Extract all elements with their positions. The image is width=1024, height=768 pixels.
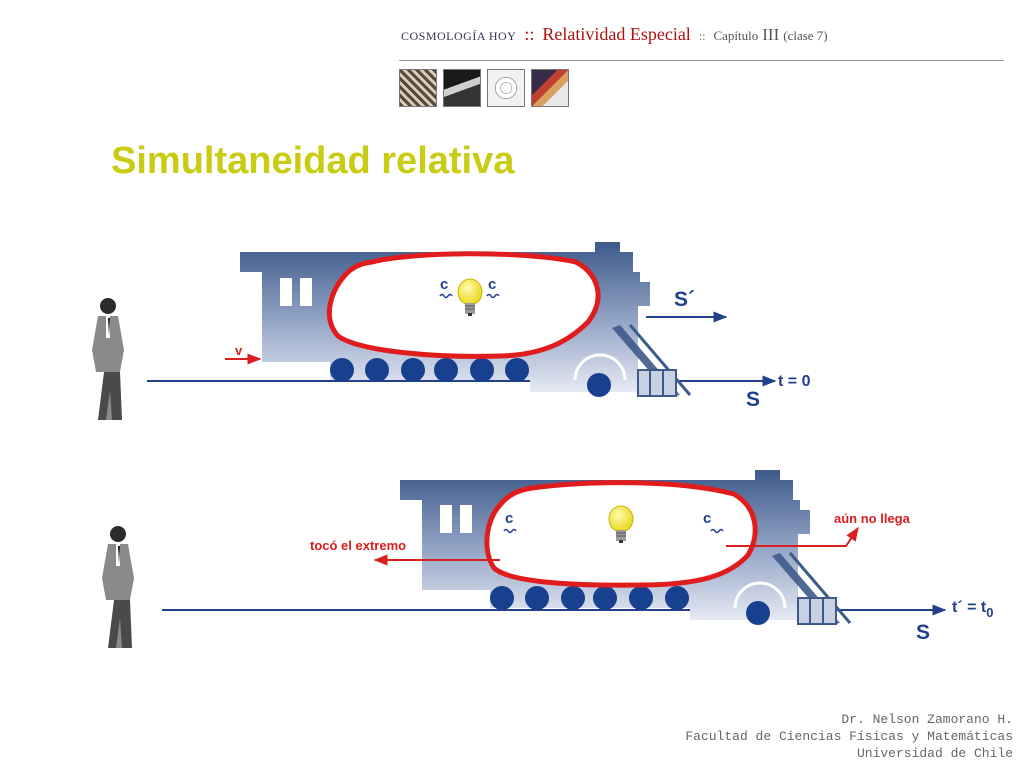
touched-end-annotation: tocó el extremo: [310, 538, 406, 553]
thumbnail-image: [399, 69, 437, 107]
header-separator-2: ::: [698, 29, 706, 43]
carriage-outline: [326, 251, 601, 359]
light-wave-left: [439, 293, 453, 299]
top-scene: c c S´ v t = 0 S: [92, 242, 811, 420]
ground-frame-label: S: [746, 388, 760, 411]
university-name: Universidad de Chile: [856, 746, 1013, 761]
observer-figure: [92, 298, 124, 420]
author-name: Dr. Nelson Zamorano H.: [841, 712, 1013, 727]
faculty-name: Facultad de Ciencias Físicas y Matemátic…: [685, 729, 1013, 744]
light-speed-right: c: [703, 510, 711, 527]
moving-frame-label: S´: [674, 288, 695, 311]
train-wheels: [490, 586, 770, 625]
not-arrived-annotation: aún no llega: [834, 511, 911, 526]
header-separator: ::: [524, 24, 535, 44]
header-divider: [399, 60, 1004, 61]
velocity-label: v: [235, 343, 243, 358]
chapter-number: III: [762, 25, 780, 44]
ground-frame-label: S: [916, 621, 930, 644]
course-name: Relatividad Especial: [542, 24, 691, 44]
thumbnail-image: [487, 69, 525, 107]
light-speed-left: c: [440, 276, 448, 293]
time-label-top: t = 0: [778, 373, 811, 390]
time-label-bottom: t´ = t0: [952, 599, 993, 620]
observer-figure: [102, 526, 134, 648]
class-label: (clase 7): [783, 28, 828, 43]
slide-header: COSMOLOGÍA HOY :: Relatividad Especial :…: [401, 24, 828, 45]
slide-title: Simultaneidad relativa: [111, 140, 515, 182]
light-wave-left: [503, 528, 517, 534]
lightbulb-icon: [608, 505, 634, 543]
lightbulb-icon: [457, 278, 483, 316]
chapter-label: Capítulo: [713, 28, 759, 43]
thumbnail-strip: [399, 69, 569, 107]
light-wave-right: [710, 528, 724, 534]
train-wheels: [330, 358, 611, 397]
light-speed-left: c: [505, 510, 513, 527]
thumbnail-image: [443, 69, 481, 107]
not-arrived-arrow: [726, 526, 859, 547]
light-speed-right: c: [488, 276, 496, 293]
thumbnail-image: [531, 69, 569, 107]
light-wave-right: [486, 293, 500, 299]
series-name: COSMOLOGÍA HOY: [401, 29, 517, 43]
bottom-scene: c c tocó el extremo aún no llega t´ = t0…: [102, 470, 993, 648]
slide-footer: Dr. Nelson Zamorano H. Facultad de Cienc…: [685, 711, 1013, 762]
